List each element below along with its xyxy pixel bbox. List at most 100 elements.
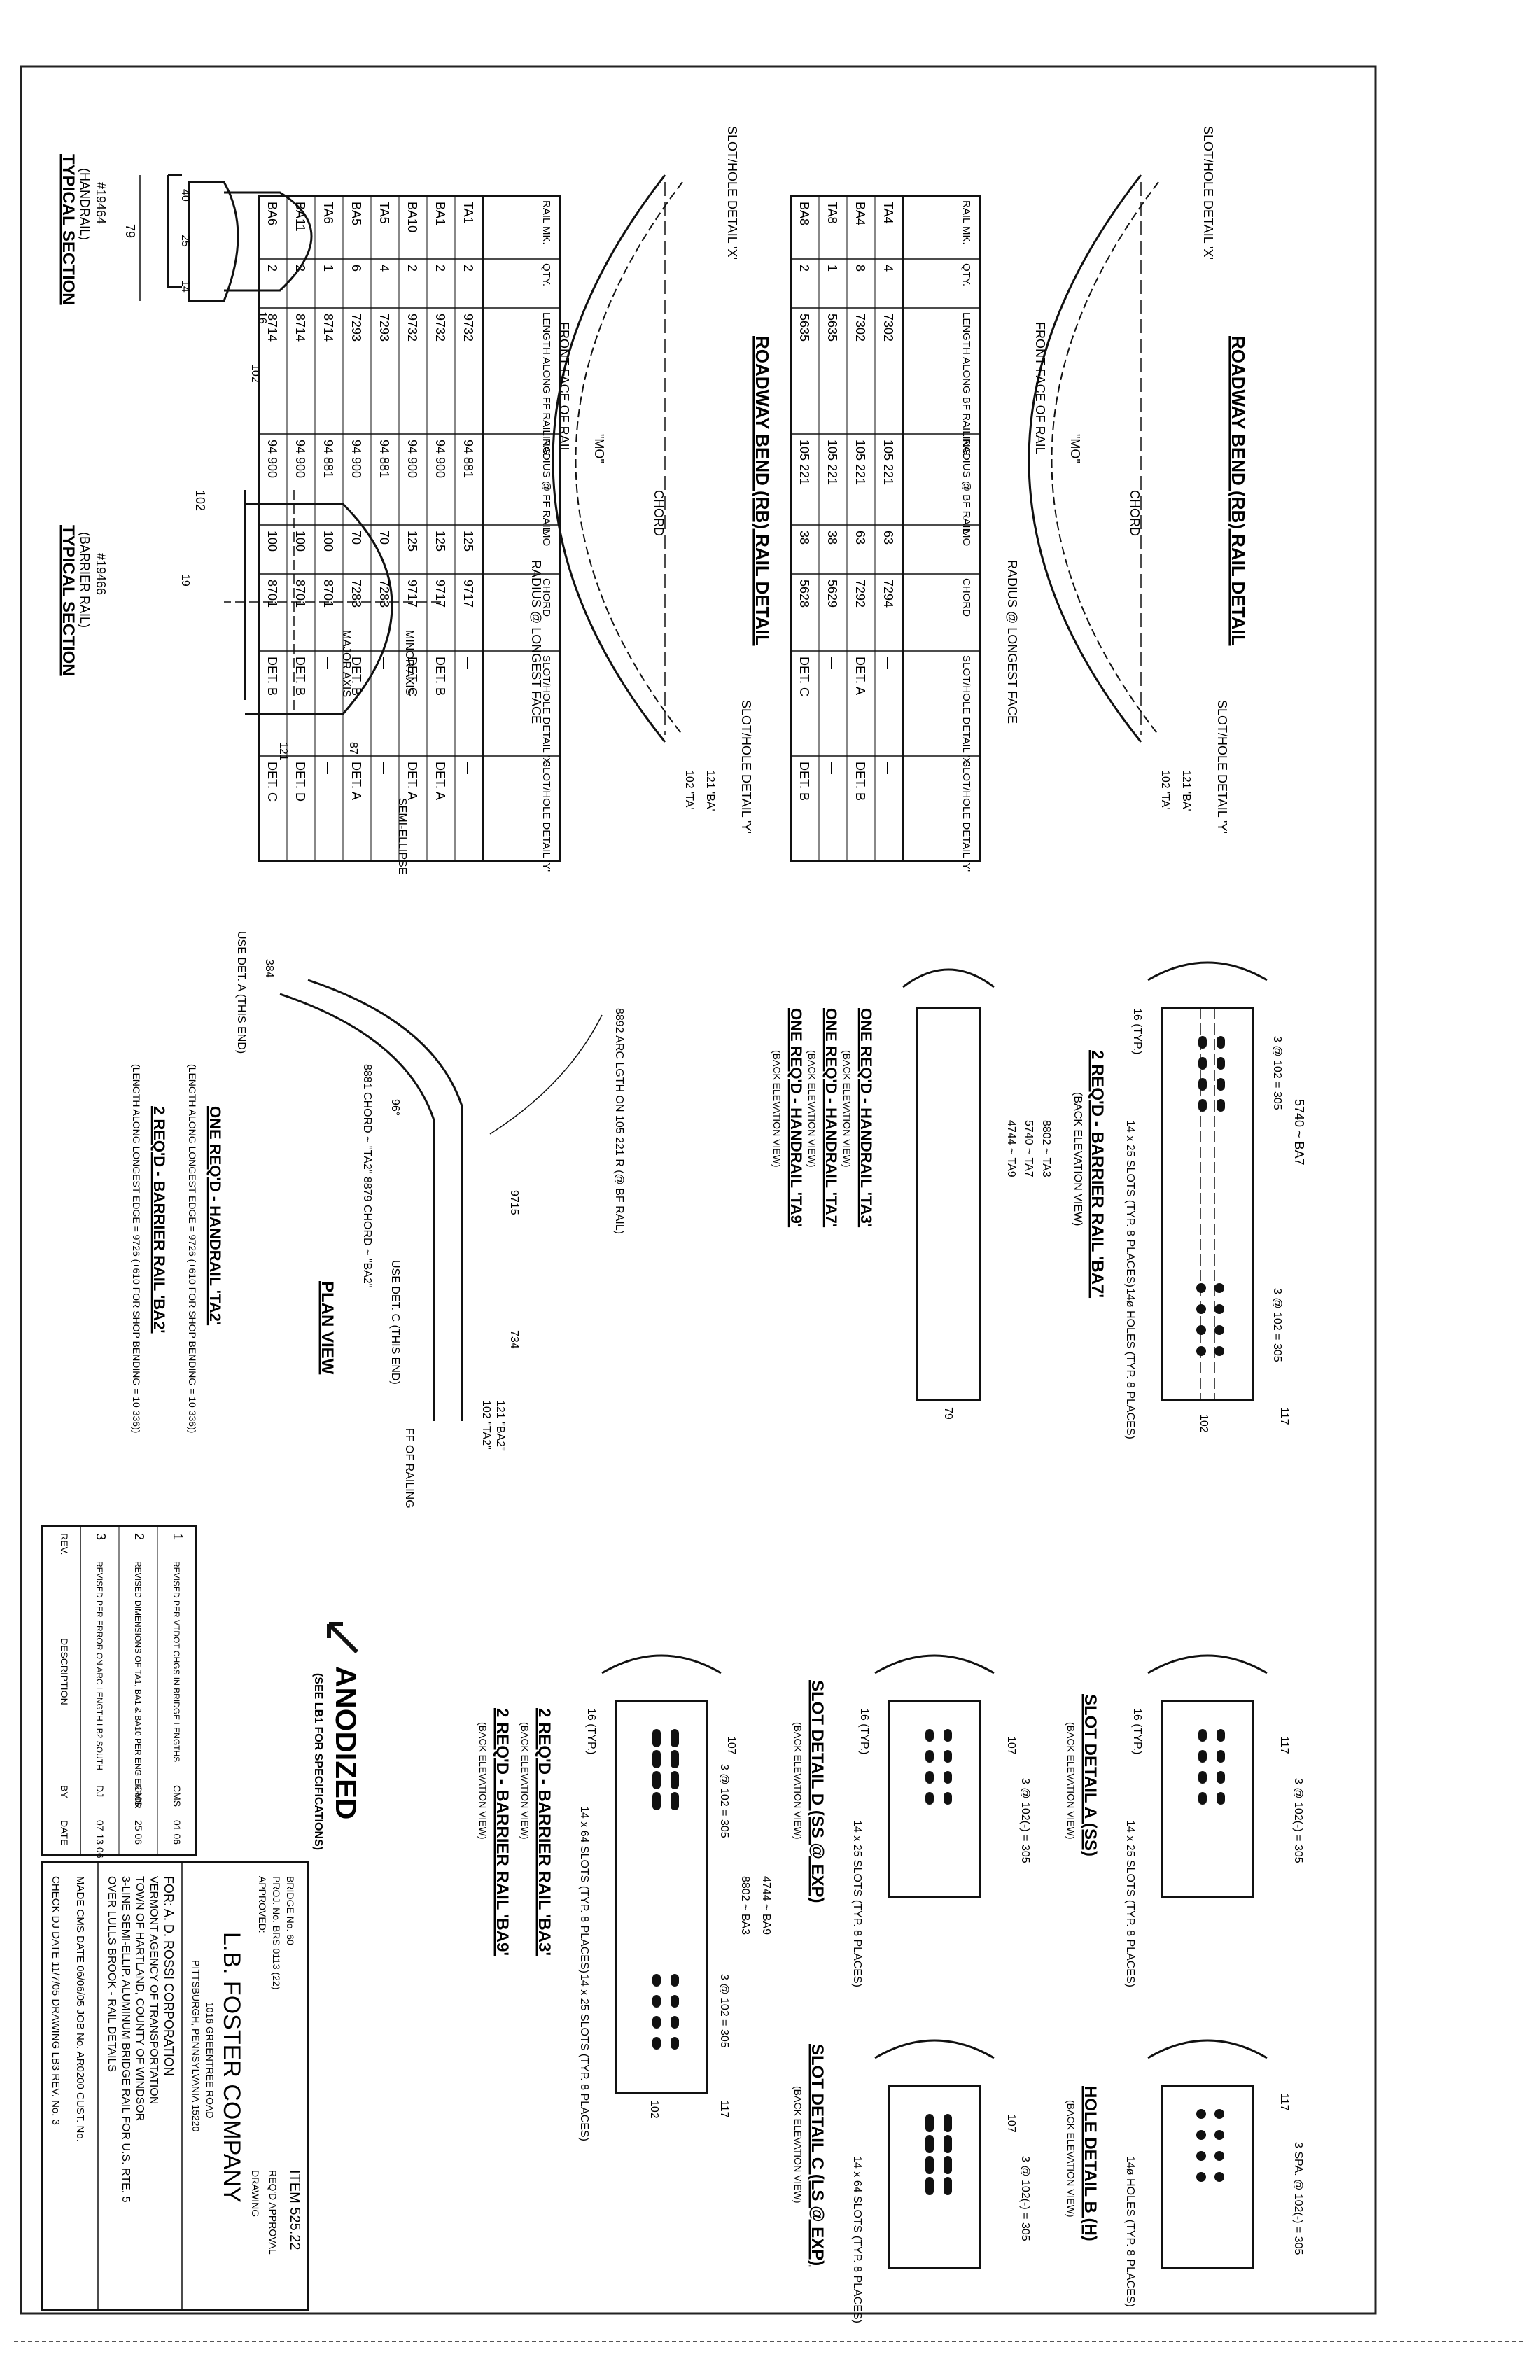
table1-cell: 7302 <box>853 314 867 342</box>
bend1-radius: RADIUS @ LONGEST FACE <box>1005 560 1019 724</box>
table2-cell: TA5 <box>377 202 391 224</box>
rev-date: 07 13 06 <box>94 1820 106 1858</box>
hole <box>1214 1325 1224 1335</box>
table2-cell: DET. D <box>293 762 307 802</box>
table1-cell: 5629 <box>825 580 839 608</box>
table2-cell: — <box>461 762 475 774</box>
slot-detail-d: 16 (TYP.) 107 3 @ 102(-) = 305 14 x 25 S… <box>792 1654 1031 1987</box>
slot <box>925 2135 934 2153</box>
table2-header-3: RADIUS @ FF RAIL <box>540 438 552 533</box>
rev-by: DJ <box>94 1785 106 1797</box>
table2-cell: 125 <box>461 531 475 552</box>
table1-cell: 5635 <box>797 314 811 342</box>
ta7-note: ONE REQ'D - HANDRAIL 'TA7' <box>822 1008 840 1227</box>
rev-number: 1 <box>171 1533 185 1540</box>
table2-header-1: QTY. <box>540 263 552 286</box>
hole <box>1196 1283 1206 1293</box>
rev-date: 25 06 <box>133 1820 144 1844</box>
anodized-note: (SEE LB1 FOR SPECIFICATIONS) <box>312 1673 324 1850</box>
hole <box>1196 2130 1206 2140</box>
table1-cell: TA4 <box>881 202 895 224</box>
slot <box>1198 1057 1207 1070</box>
ba7-holes: 14ø HOLES (TYP. 8 PLACES) <box>1124 1288 1136 1439</box>
da-back: (BACK ELEVATION VIEW) <box>1065 1722 1077 1840</box>
table1-cell: 105 221 <box>825 440 839 485</box>
table2-cell: 94 900 <box>265 440 279 478</box>
table2-cell: DET. A <box>349 762 363 800</box>
slot <box>652 2016 661 2029</box>
ta9-note: ONE REQ'D - HANDRAIL 'TA9' <box>788 1008 805 1227</box>
ba3-sp: 3 @ 102 = 305 <box>718 1764 730 1838</box>
table2-cell: 2 <box>433 265 447 272</box>
hole <box>1214 2151 1224 2161</box>
dd-107: 107 <box>1005 1736 1017 1755</box>
table1: RAIL MK.QTY.LENGTH ALONG BF RAILINGRADIU… <box>790 195 981 872</box>
table1-cell: TA8 <box>825 202 839 224</box>
ba3-w102: 102 <box>648 2100 660 2119</box>
table2: RAIL MK.QTY.LENGTH ALONG FF RAILINGRADIU… <box>258 195 561 872</box>
table1-header-6: SLOT/HOLE DETAIL 'X' <box>960 655 972 766</box>
bend2-title: ROADWAY BEND (RB) RAIL DETAIL <box>752 336 773 646</box>
table2-cell: DET. B <box>293 657 307 696</box>
ba7-sp2: 3 @ 102 = 305 <box>1271 1288 1283 1362</box>
barrier-section-title: TYPICAL SECTION <box>59 525 78 676</box>
table2-header-4: MO <box>540 529 552 546</box>
ba7-w102: 102 <box>1198 1414 1210 1433</box>
table2-cell: 8701 <box>265 580 279 608</box>
ta-w79: 79 <box>942 1407 954 1420</box>
db-title: HOLE DETAIL B (H) <box>1081 2086 1100 2241</box>
table2-cell: 7293 <box>349 314 363 342</box>
ta7-back: (BACK ELEVATION VIEW) <box>806 1050 818 1168</box>
da-sp: 3 @ 102(-) = 305 <box>1292 1778 1304 1863</box>
slot <box>944 2156 952 2174</box>
table2-cell: — <box>321 762 335 774</box>
da-title: SLOT DETAIL A (SS) <box>1081 1694 1100 1856</box>
table2-header-0: RAIL MK. <box>540 200 552 245</box>
rotated-drawing: 79 40 25 14 16 102 TYPICAL SECTION (HAND… <box>41 126 1306 2323</box>
table2-cell: 9732 <box>405 314 419 342</box>
table2-cell: TA6 <box>321 202 335 224</box>
table1-cell: 38 <box>825 531 839 545</box>
ba9-title: 2 REQ'D - BARRIER RAIL 'BA9' <box>493 1708 512 1956</box>
table2-header-7: SLOT/HOLE DETAIL 'Y' <box>540 760 552 872</box>
ba3-117: 117 <box>718 2100 730 2118</box>
slot <box>1198 1729 1207 1742</box>
plan-102: 102 "TA2" <box>480 1400 492 1450</box>
plan-121: 121 "BA2" <box>494 1400 506 1451</box>
ta9-len: 4744 ~ TA9 <box>1005 1120 1017 1177</box>
plan-note2b: (LENGTH ALONG LONGEST EDGE = 9726 (+610 … <box>131 1064 142 1433</box>
slot <box>1198 1792 1207 1805</box>
slot <box>1198 1078 1207 1091</box>
bend1-slot-x: SLOT/HOLE DETAIL 'X' <box>1201 126 1215 260</box>
table1-cell: BA8 <box>797 202 811 225</box>
plan-use-a: USE DET. A (THIS END) <box>235 931 247 1054</box>
slot <box>925 1750 934 1763</box>
hole <box>1214 1346 1224 1356</box>
slot <box>671 1995 679 2008</box>
slot <box>1217 1771 1225 1784</box>
tb-check: CHECK DJ DATE 11/7/05 DRAWING LB3 REV. N… <box>50 1876 62 2125</box>
tb-company: L.B. FOSTER COMPANY <box>218 1932 245 2203</box>
table1-cell: 4 <box>881 265 895 272</box>
table2-cell: DET. B <box>265 657 279 696</box>
table1-header-5: CHORD <box>960 578 972 617</box>
bend2-slot-x: SLOT/HOLE DETAIL 'X' <box>725 126 739 260</box>
table2-cell: 1 <box>321 265 335 272</box>
bend2-mo: "MO" <box>592 434 606 463</box>
table1-header-4: MO <box>960 529 972 546</box>
dim-87: 87 <box>347 742 359 755</box>
table2-cell: 100 <box>321 531 335 552</box>
rev-description: REVISED PER VTDOT CHGS IN BRIDGE LENGTHS <box>172 1561 181 1762</box>
table1-cell: — <box>881 657 895 669</box>
slot <box>652 1792 661 1810</box>
tb-for-2: TOWN OF HARTLAND, COUNTY OF WINDSOR <box>134 1876 146 2121</box>
hole <box>1214 2172 1224 2182</box>
rev-by: CMS <box>133 1785 144 1807</box>
table1-header-3: RADIUS @ BF RAIL <box>960 438 972 534</box>
ba7-elevation: 5740 ~ BA7 16 (TYP.) 3 @ 102 = 305 3 @ 1… <box>1072 961 1306 1439</box>
table1-cell: — <box>825 762 839 774</box>
table2-cell: BA6 <box>265 202 279 225</box>
ba3-slots25: 14 x 25 SLOTS (TYP. 8 PLACES) <box>578 1974 590 2141</box>
da-117: 117 <box>1278 1736 1290 1754</box>
bend2-ta102: 102 'TA' <box>683 770 695 810</box>
